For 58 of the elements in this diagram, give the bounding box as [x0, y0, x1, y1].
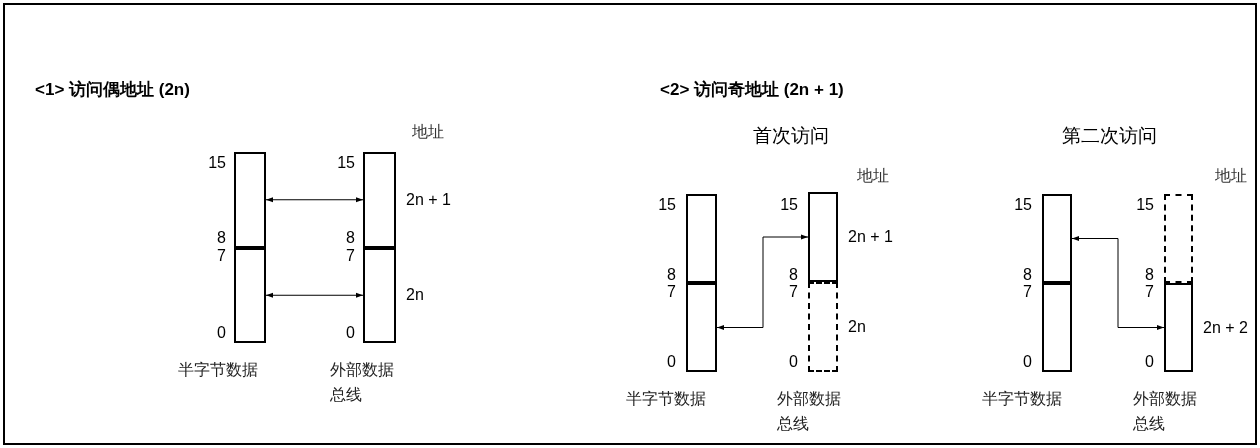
- bit-number: 8: [345, 229, 355, 247]
- bit-number: 0: [216, 324, 226, 342]
- register-segment: [808, 192, 838, 282]
- register-caption: 外部数据总线: [777, 389, 842, 434]
- address-label: 2n + 2: [1203, 318, 1248, 337]
- address-label: 2n + 1: [848, 228, 893, 246]
- bit-number: 15: [657, 196, 676, 214]
- bit-number: 8: [666, 266, 676, 284]
- register-caption: 半字节数据: [626, 389, 707, 409]
- address-label: 2n: [848, 318, 866, 336]
- register-segment: [686, 194, 717, 283]
- bit-number: 15: [779, 196, 798, 214]
- bit-number: 7: [1022, 283, 1032, 301]
- bit-number: 0: [666, 353, 676, 371]
- bit-number: 7: [216, 247, 226, 265]
- bit-number: 0: [1022, 353, 1032, 371]
- register-caption: 外部数据总线: [1133, 389, 1198, 434]
- register-caption: 外部数据总线: [330, 360, 395, 405]
- column-heading: 地址: [412, 122, 444, 142]
- register-segment: [808, 282, 838, 372]
- register-segment: [1042, 283, 1072, 372]
- bit-number: 0: [1144, 353, 1154, 371]
- register-segment: [1164, 283, 1193, 372]
- bit-number: 0: [345, 324, 355, 342]
- bit-number: 15: [1135, 196, 1154, 214]
- register-segment: [1042, 194, 1072, 283]
- bit-number: 7: [1144, 283, 1154, 301]
- bit-number: 7: [788, 283, 798, 301]
- column-heading: 地址: [857, 166, 889, 186]
- arrow: [716, 234, 809, 330]
- bit-number: 7: [666, 283, 676, 301]
- bit-number: 8: [1144, 266, 1154, 284]
- section-heading: <1> 访问偶地址 (2n): [35, 79, 190, 100]
- bit-number: 15: [1013, 196, 1032, 214]
- bit-number: 8: [1022, 266, 1032, 284]
- bit-number: 7: [345, 247, 355, 265]
- register-caption: 半字节数据: [982, 389, 1063, 409]
- access-heading: 首次访问: [753, 124, 829, 147]
- section-heading: <2> 访问奇地址 (2n + 1): [660, 79, 844, 100]
- arrow: [265, 292, 364, 298]
- register-segment: [1164, 194, 1193, 283]
- register-segment: [363, 247, 396, 343]
- address-label: 2n + 1: [406, 190, 451, 209]
- bit-number: 0: [788, 353, 798, 371]
- arrow: [265, 197, 364, 203]
- bit-number: 15: [336, 154, 355, 172]
- bit-number: 8: [216, 229, 226, 247]
- access-heading: 第二次访问: [1062, 124, 1157, 147]
- register-segment: [234, 247, 266, 343]
- register-segment: [363, 152, 396, 248]
- register-caption: 半字节数据: [178, 360, 259, 380]
- address-label: 2n: [406, 286, 424, 305]
- bit-number: 15: [207, 154, 226, 172]
- register-segment: [686, 283, 717, 372]
- arrow: [1071, 236, 1165, 330]
- register-segment: [234, 152, 266, 248]
- bit-number: 8: [788, 266, 798, 284]
- column-heading: 地址: [1215, 166, 1247, 186]
